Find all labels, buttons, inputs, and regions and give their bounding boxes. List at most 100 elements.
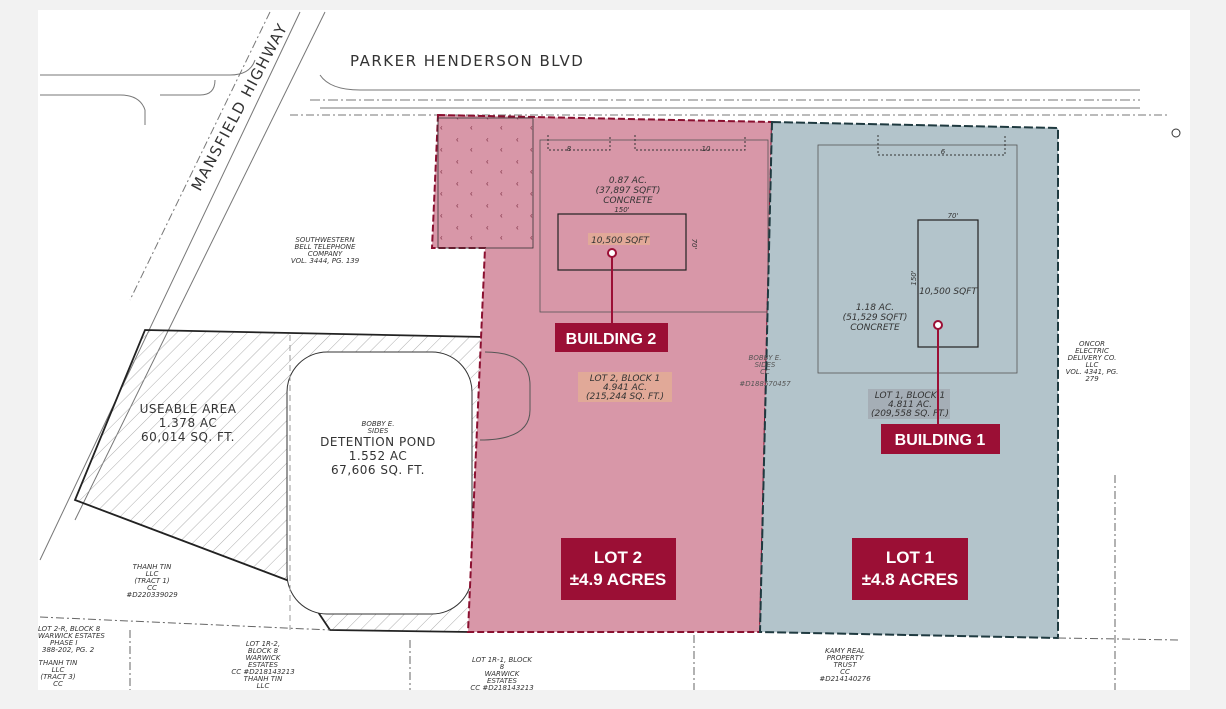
building-1-callout: BUILDING 1 <box>881 320 1000 454</box>
lot-2-concrete-label: CONCRETE <box>603 196 653 206</box>
svg-text:COMPANY: COMPANY <box>308 250 343 258</box>
lot-2-concrete-sqft: (37,897 SQFT) <box>596 186 661 196</box>
svg-text:VOL. 4341, PG.: VOL. 4341, PG. <box>1066 368 1119 376</box>
svg-text:SIDES: SIDES <box>755 361 776 369</box>
lot-2-badge: LOT 2 ±4.9 ACRES <box>561 538 676 600</box>
lot-1-legal: LOT 1, BLOCK 1 <box>875 391 945 401</box>
svg-text:BOBBY E.: BOBBY E. <box>749 354 782 362</box>
svg-text:LLC: LLC <box>146 570 159 578</box>
svg-text:USEABLE AREA: USEABLE AREA <box>140 402 237 416</box>
lot-1-concrete-acres: 1.18 AC. <box>856 303 894 313</box>
building-1-footprint <box>917 219 979 348</box>
svg-text:CC: CC <box>760 368 770 376</box>
svg-text:CC: CC <box>840 668 850 676</box>
svg-text:DELIVERY CO.: DELIVERY CO. <box>1068 354 1117 362</box>
svg-text:WARWICK: WARWICK <box>485 670 521 678</box>
roads <box>39 11 1170 561</box>
svg-text:DETENTION POND: DETENTION POND <box>320 435 436 449</box>
svg-text:WARWICK: WARWICK <box>246 654 282 662</box>
utility-marker-icon <box>1171 128 1181 138</box>
svg-text:LOT 1R-2,: LOT 1R-2, <box>246 640 280 648</box>
svg-text:VOL. 3444, PG. 139: VOL. 3444, PG. 139 <box>291 257 360 265</box>
svg-text:CC: CC <box>53 680 63 688</box>
neighbor-kamy-trust: KAMY REAL PROPERTY TRUST CC #D214140276 <box>819 647 871 683</box>
svg-text:KAMY REAL: KAMY REAL <box>825 647 865 655</box>
useable-area-label: USEABLE AREA 1.378 AC 60,014 SQ. FT. <box>140 402 237 444</box>
neighbor-lot-2r: LOT 2-R, BLOCK 8 WARWICK ESTATES PHASE I… <box>38 625 105 654</box>
svg-text:ESTATES: ESTATES <box>248 661 278 669</box>
svg-text:ONCOR: ONCOR <box>1079 340 1105 348</box>
lot-2-concrete-acres: 0.87 AC. <box>609 176 647 186</box>
svg-text:60,014 SQ. FT.: 60,014 SQ. FT. <box>141 430 235 444</box>
svg-text:THANH TIN: THANH TIN <box>39 659 78 667</box>
neighbor-bobby-sides: BOBBY E. SIDES CC #D188570457 <box>739 354 791 388</box>
svg-text:#D214140276: #D214140276 <box>819 675 871 683</box>
svg-text:TRUST: TRUST <box>834 661 858 669</box>
lot-2-legal-sqft: (215,244 SQ. FT.) <box>586 392 664 402</box>
svg-text:LLC: LLC <box>1086 361 1099 369</box>
parking-count: 8 <box>567 145 572 153</box>
svg-text:BLOCK 8: BLOCK 8 <box>248 647 279 655</box>
svg-text:1.378 AC: 1.378 AC <box>159 416 218 430</box>
svg-text:THANH TIN: THANH TIN <box>133 563 172 571</box>
neighbor-swbell: SOUTHWESTERN BELL TELEPHONE COMPANY VOL.… <box>291 236 360 265</box>
road-label-parker-henderson: PARKER HENDERSON BLVD <box>350 52 584 70</box>
svg-text:THANH TIN: THANH TIN <box>244 675 283 683</box>
svg-text:ESTATES: ESTATES <box>487 677 517 685</box>
svg-text:CC #D218143213: CC #D218143213 <box>231 668 294 676</box>
lot-1-label: LOT 1 <box>886 548 934 567</box>
parking-count: 6 <box>941 148 946 156</box>
building-2-footprint <box>557 213 687 271</box>
lot-1-concrete-label: CONCRETE <box>850 323 900 333</box>
lot-2-label: LOT 2 <box>594 548 642 567</box>
svg-text:LOT 2-R, BLOCK 8: LOT 2-R, BLOCK 8 <box>38 625 101 633</box>
svg-text:LLC: LLC <box>52 666 65 674</box>
svg-text:BELL TELEPHONE: BELL TELEPHONE <box>295 243 357 251</box>
building-2-depth: 70' <box>690 239 698 250</box>
svg-text:279: 279 <box>1085 375 1099 383</box>
neighbor-thanh-tin-tract-1: THANH TIN LLC (TRACT 1) CC #D220339029 <box>126 563 178 599</box>
neighbor-lot-1r-1: LOT 1R-1, BLOCK 8 WARWICK ESTATES CC #D2… <box>470 656 533 692</box>
lot-1-legal-sqft: (209,558 SQ. FT.) <box>871 409 949 419</box>
detention-pond <box>286 351 473 615</box>
neighbor-oncor: ONCOR ELECTRIC DELIVERY CO. LLC VOL. 434… <box>1066 340 1119 383</box>
svg-text:SOUTHWESTERN: SOUTHWESTERN <box>295 236 355 244</box>
svg-text:(TRACT 1): (TRACT 1) <box>134 577 170 585</box>
building-1-label: BUILDING 1 <box>895 432 986 449</box>
building-1-width: 70' <box>948 212 959 220</box>
detention-pond-label: BOBBY E. SIDES DETENTION POND 1.552 AC 6… <box>320 420 436 477</box>
lot-2-legal-acres: 4.941 AC. <box>603 383 647 393</box>
building-2-area: 10,500 SQFT <box>591 236 650 246</box>
svg-text:#D188570457: #D188570457 <box>739 380 791 388</box>
building-1-depth: 150' <box>910 270 918 285</box>
lot-1-acres: ±4.8 ACRES <box>862 570 959 589</box>
svg-text:CC #D218143213: CC #D218143213 <box>470 684 533 692</box>
svg-text:8: 8 <box>500 663 505 671</box>
svg-text:67,606 SQ. FT.: 67,606 SQ. FT. <box>331 463 425 477</box>
neighbor-lot-1r-2: LOT 1R-2, BLOCK 8 WARWICK ESTATES CC #D2… <box>231 640 294 690</box>
parking-count: 10 <box>702 145 711 153</box>
building-1-area: 10,500 SQFT <box>919 287 978 297</box>
property-lines <box>39 475 1181 690</box>
svg-text:ELECTRIC: ELECTRIC <box>1075 347 1109 355</box>
building-2-width: 150' <box>614 206 629 214</box>
svg-text:(TRACT 3): (TRACT 3) <box>40 673 76 681</box>
svg-text:#D220339029: #D220339029 <box>126 591 178 599</box>
svg-text:LOT 1R-1, BLOCK: LOT 1R-1, BLOCK <box>472 656 533 664</box>
lot-2-legal: LOT 2, BLOCK 1 <box>590 374 660 384</box>
lot-1-legal-acres: 4.811 AC. <box>888 400 932 410</box>
lot-2-concrete <box>539 139 769 313</box>
svg-text:BOBBY E.: BOBBY E. <box>362 420 395 428</box>
svg-text:388-202, PG. 2: 388-202, PG. 2 <box>42 646 95 654</box>
svg-text:CC: CC <box>147 584 157 592</box>
lot-1-concrete <box>817 144 1018 374</box>
svg-text:LLC: LLC <box>257 682 270 690</box>
svg-text:WARWICK ESTATES: WARWICK ESTATES <box>38 632 105 640</box>
svg-text:1.552 AC: 1.552 AC <box>349 449 408 463</box>
building-2-callout: BUILDING 2 <box>555 248 668 352</box>
svg-text:SIDES: SIDES <box>368 427 389 435</box>
lot-2-landscape-area <box>437 117 534 249</box>
svg-text:PROPERTY: PROPERTY <box>827 654 864 662</box>
neighbor-thanh-tin-tract-3: THANH TIN LLC (TRACT 3) CC <box>39 659 78 688</box>
